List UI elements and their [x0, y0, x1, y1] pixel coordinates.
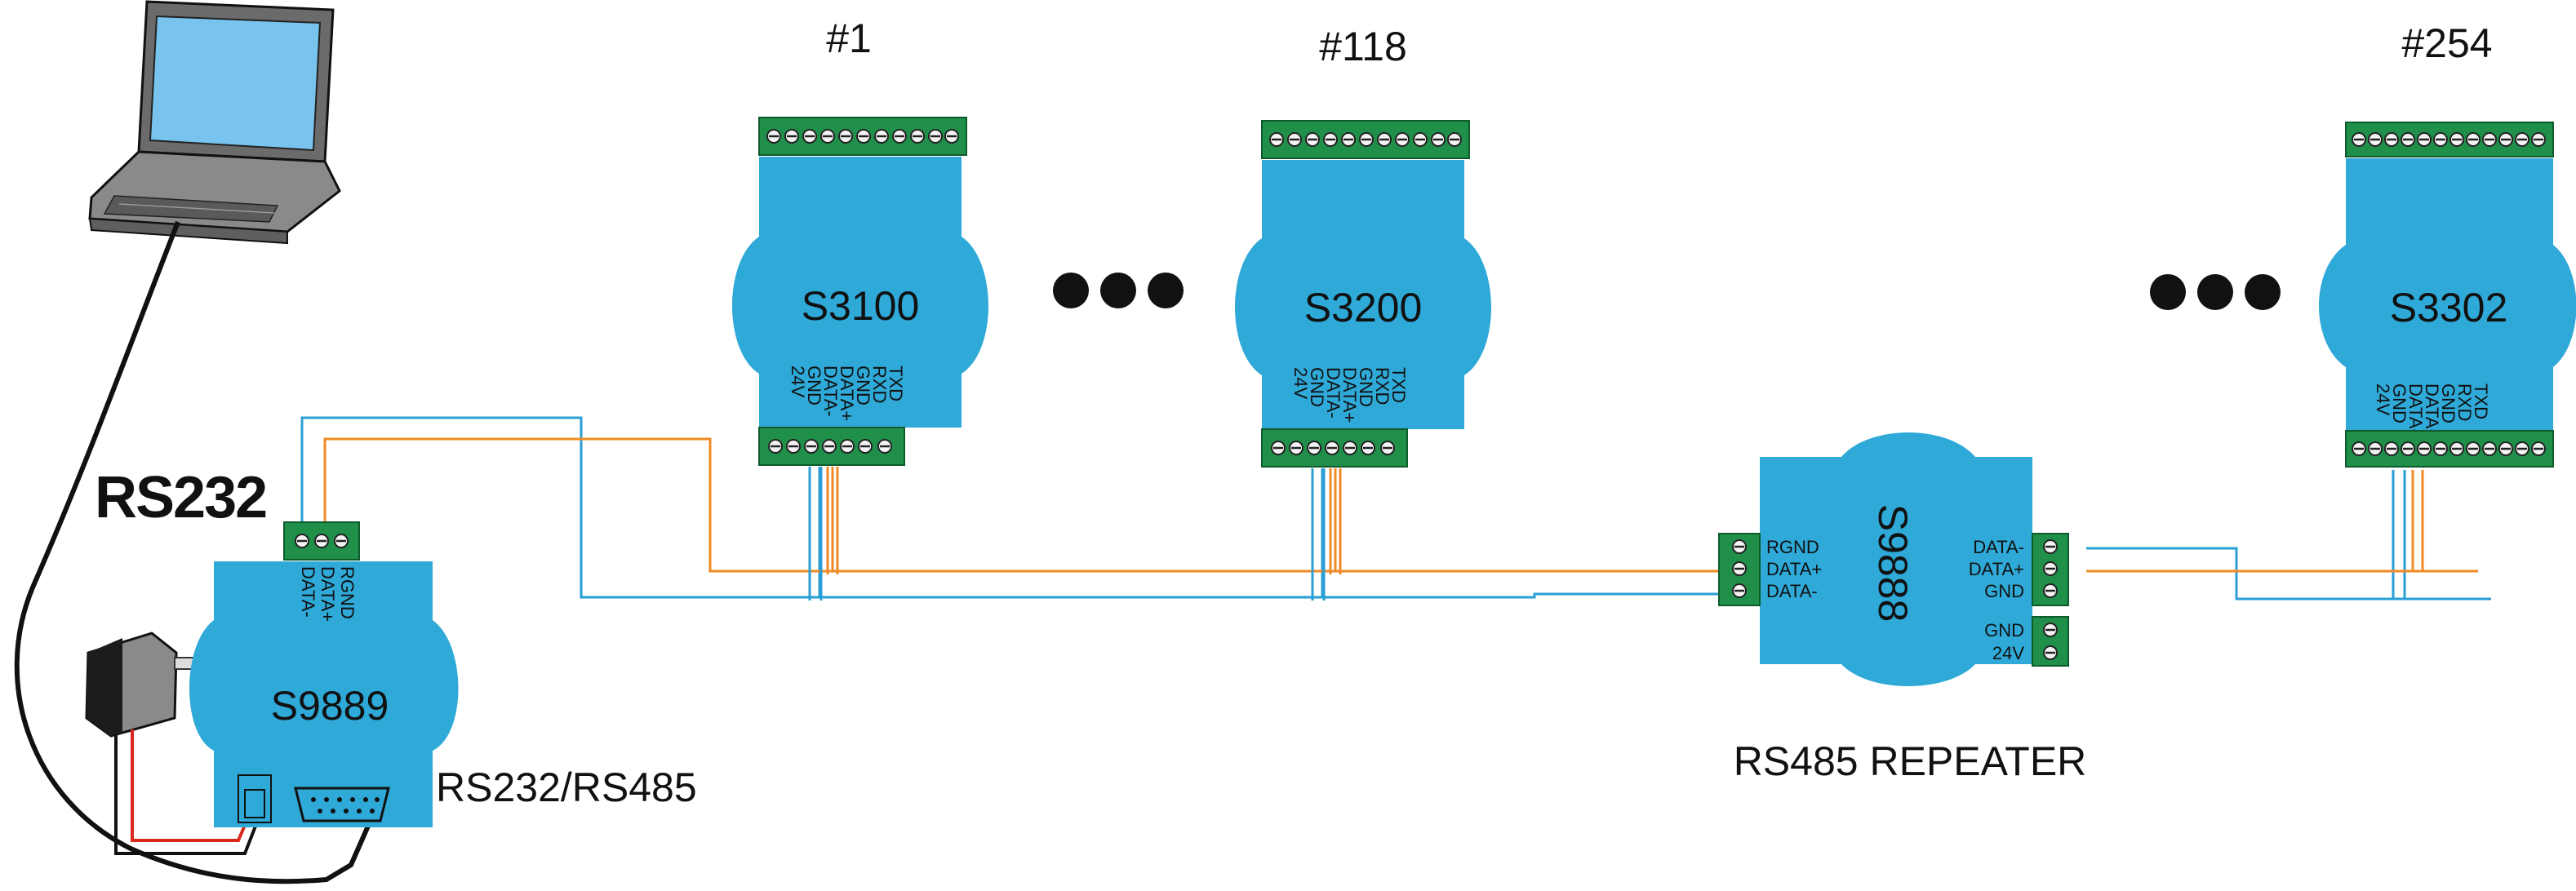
s3302-pin-gnd-b: GND — [2389, 383, 2409, 423]
s3302-pin-rxd: RXD — [2454, 383, 2475, 421]
ellipsis-dots-right — [2150, 274, 2281, 310]
repeater-label: RS485 REPEATER — [1734, 738, 2087, 784]
repeater-right-data-minus: DATA- — [1973, 537, 2024, 557]
s3302-pin-24v: 24V — [2373, 383, 2393, 415]
repeater-module: S9888 RGND DATA+ DATA- DATA- DATA+ GND G… — [1718, 432, 2069, 686]
node-label-254: #254 — [2401, 20, 2492, 66]
drop-s3200-plus — [1329, 468, 1342, 574]
s3200-pin-gnd-a: GND — [1356, 367, 1376, 407]
s3302-pin-gnd-a: GND — [2438, 383, 2458, 423]
s3200-pin-data-minus: DATA- — [1323, 367, 1344, 419]
node-label-1: #1 — [826, 16, 872, 61]
s3100-pin-gnd-a: GND — [853, 366, 873, 406]
wire-data-minus-main — [300, 416, 1737, 599]
s3100-pin-24v: 24V — [788, 366, 808, 397]
rs232-cable — [14, 220, 371, 884]
repeater-left-data-plus: DATA+ — [1766, 559, 1822, 579]
s3100-name: S3100 — [802, 283, 920, 329]
ellipsis-dots-left — [1053, 273, 1184, 308]
repeater-power-24v: 24V — [1992, 643, 2024, 663]
s3302-pin-data-minus: DATA- — [2405, 383, 2426, 435]
rs232-label: RS232 — [95, 465, 266, 530]
converter-pin-data-plus: DATA+ — [318, 566, 338, 622]
repeater-right-data-plus: DATA+ — [1969, 559, 2024, 579]
converter-name: S9889 — [271, 683, 389, 729]
s3302-pin-txd: TXD — [2471, 383, 2491, 419]
s3100-pin-data-plus: DATA+ — [837, 366, 857, 421]
repeater-power-gnd: GND — [1984, 620, 2024, 641]
converter-pin-rgnd: RGND — [337, 566, 358, 619]
laptop-icon — [88, 0, 341, 245]
s3200-pin-rxd: RXD — [1372, 367, 1392, 405]
s3200-pin-gnd-b: GND — [1307, 367, 1327, 407]
s3100-pin-gnd-b: GND — [804, 366, 824, 406]
s3200-pin-data-plus: DATA+ — [1339, 367, 1360, 423]
repeater-left-data-minus: DATA- — [1766, 581, 1818, 601]
wire-data-plus-main — [323, 437, 1737, 573]
s3100-pin-data-minus: DATA- — [820, 366, 841, 417]
power-cable-red — [131, 729, 250, 842]
converter-module: RGND DATA+ DATA- S9889 — [189, 521, 459, 827]
s3100-pin-rxd: RXD — [869, 366, 890, 403]
rs232-rs485-label: RS232/RS485 — [436, 765, 697, 810]
device-s3302: S3302 TXD RXD GND DATA+ DATA- GND 24V — [2319, 122, 2576, 468]
device-s3200: S3200 TXD RXD GND DATA+ DATA- GND 24V — [1235, 120, 1491, 468]
drop-s3200 — [1311, 468, 1326, 601]
repeater-left-rgnd: RGND — [1766, 537, 1819, 557]
s3200-name: S3200 — [1304, 285, 1423, 330]
device-s3100: S3100 TXD RXD GND DATA+ DATA- GND 24V — [732, 117, 988, 466]
s3200-pin-txd: TXD — [1388, 367, 1409, 403]
drop-s3100-plus — [826, 467, 839, 574]
repeater-name: S9888 — [1870, 504, 1916, 623]
s3302-name: S3302 — [2390, 285, 2508, 330]
wire-data-minus-right — [2086, 470, 2491, 601]
node-label-118: #118 — [1319, 24, 1407, 69]
s3200-pin-24v: 24V — [1290, 367, 1311, 399]
wire-data-plus-right — [2086, 470, 2478, 573]
drop-s3100 — [808, 467, 823, 601]
power-adapter-icon — [85, 632, 197, 738]
power-cable-black — [114, 734, 258, 855]
s3302-pin-data-plus: DATA+ — [2422, 383, 2442, 439]
repeater-right-gnd: GND — [1984, 581, 2024, 601]
s3100-pin-txd: TXD — [886, 366, 906, 401]
converter-pin-data-minus: DATA- — [298, 566, 318, 618]
db9-connector-icon — [294, 787, 390, 822]
